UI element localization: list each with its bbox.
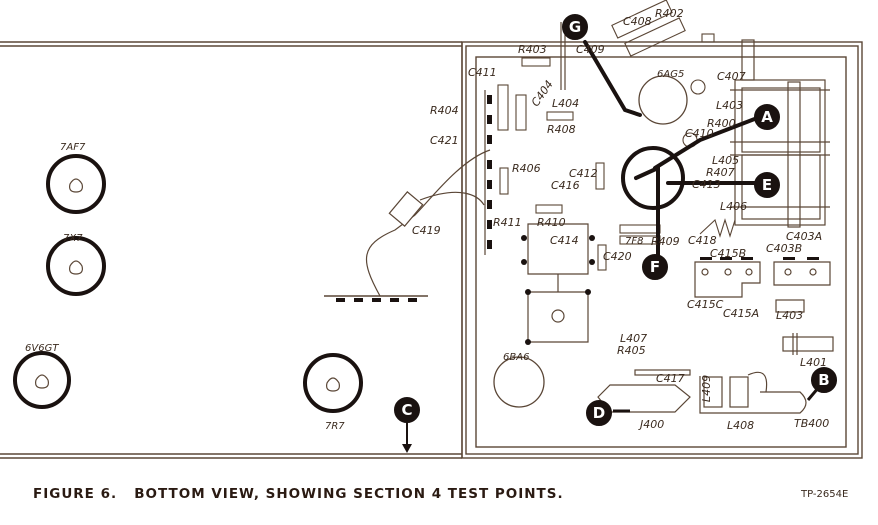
label-r409: R409	[651, 235, 680, 248]
label-l403-top: L403	[716, 99, 744, 112]
label-tb400: TB400	[794, 417, 830, 430]
label-l408: L408	[727, 419, 755, 432]
rf-coil-assembly	[730, 39, 830, 228]
capacitor-c415	[694, 261, 761, 298]
leader-f	[634, 164, 660, 262]
label-r408: R408	[547, 123, 576, 136]
label-c420: C420	[603, 250, 632, 263]
label-j400: J400	[640, 418, 665, 431]
label-c419: C419	[412, 224, 441, 237]
test-point-b: B	[811, 367, 837, 393]
inductor-l401	[782, 333, 834, 355]
label-r411: R411	[493, 216, 522, 229]
terminal-strip-horizontal	[336, 298, 417, 302]
drawing-number: TP-2654E	[801, 489, 849, 500]
label-c415c: C415C	[687, 298, 724, 311]
c419-lead	[365, 149, 491, 297]
figure-caption: FIGURE 6. BOTTOM VIEW, SHOWING SECTION 4…	[33, 486, 564, 502]
leader-g	[583, 40, 642, 117]
label-c415a: C415A	[723, 307, 760, 320]
tube-label-6ag5: 6AG5	[657, 69, 685, 80]
label-l407: L407	[620, 332, 648, 345]
inductor-l403-body	[775, 299, 805, 313]
label-r406: R406	[512, 162, 541, 175]
coil-l408-body	[729, 376, 749, 408]
label-c416: C416	[551, 179, 580, 192]
label-r410: R410	[537, 216, 566, 229]
tube-socket-7x7	[46, 236, 106, 296]
leader-a	[653, 113, 767, 170]
tube-label-7r7: 7R7	[325, 421, 345, 432]
capacitor-c403	[773, 261, 831, 313]
tube-label-7f8: 7F8	[625, 236, 644, 247]
coil-l406	[699, 218, 736, 238]
tube-label-6ba6: 6BA6	[503, 352, 530, 363]
label-r400: R400	[707, 117, 736, 130]
terminal-board-tb400	[699, 376, 807, 414]
tube-socket-7r7	[303, 353, 363, 413]
tube-socket-7af7	[46, 154, 106, 214]
label-c410: C410	[685, 127, 714, 140]
label-r403: R403	[518, 43, 547, 56]
chassis-frame-inner	[475, 56, 847, 448]
label-l404: L404	[552, 97, 580, 110]
connector-j400	[597, 384, 691, 413]
tube-socket-6ag5	[638, 75, 688, 125]
test-point-a: A	[754, 104, 780, 130]
label-c414: C414	[550, 234, 579, 247]
label-c415b: C415B	[710, 247, 747, 260]
terminal-strip-vertical	[487, 95, 492, 249]
tube-label-7x7: 7X7	[63, 233, 83, 244]
label-c417: C417	[656, 372, 685, 385]
label-l405: L405	[712, 154, 740, 167]
c419-body	[388, 191, 424, 227]
coil-l409-body	[703, 376, 723, 408]
label-c408: C408	[623, 15, 652, 28]
label-r404: R404	[430, 104, 459, 117]
label-l401: L401	[800, 356, 828, 369]
label-c412: C412	[569, 167, 598, 180]
if-transformer-t401	[527, 291, 589, 343]
label-c407: C407	[717, 70, 746, 83]
label-r402: R402	[655, 7, 684, 20]
label-c409: C409	[576, 43, 605, 56]
figure-number: FIGURE 6.	[33, 486, 118, 502]
test-point-e: E	[754, 172, 780, 198]
label-c403a: C403A	[786, 230, 823, 243]
test-point-c: C	[394, 397, 420, 423]
label-l406: L406	[720, 200, 748, 213]
tube-socket-6ba6	[493, 356, 545, 408]
test-point-f: F	[642, 254, 668, 280]
test-point-d: D	[586, 400, 612, 426]
tube-socket-7f8	[621, 146, 685, 210]
label-r407: R407	[706, 166, 735, 179]
tube-label-7af7: 7AF7	[60, 142, 86, 153]
label-c418: C418	[688, 234, 717, 247]
figure-title: BOTTOM VIEW, SHOWING SECTION 4 TEST POIN…	[134, 486, 564, 502]
label-r405: R405	[617, 344, 646, 357]
tube-label-6v6gt: 6V6GT	[25, 343, 59, 354]
coil-l403-small	[690, 79, 706, 95]
label-c403b: C403B	[766, 242, 803, 255]
label-l409: L409	[700, 374, 714, 403]
label-l403-bottom: L403	[776, 309, 804, 322]
tube-socket-6v6gt	[13, 351, 71, 409]
label-c413: C413	[692, 178, 721, 191]
label-c421: C421	[430, 134, 459, 147]
test-point-g: G	[562, 14, 588, 40]
label-c411: C411	[468, 66, 497, 79]
